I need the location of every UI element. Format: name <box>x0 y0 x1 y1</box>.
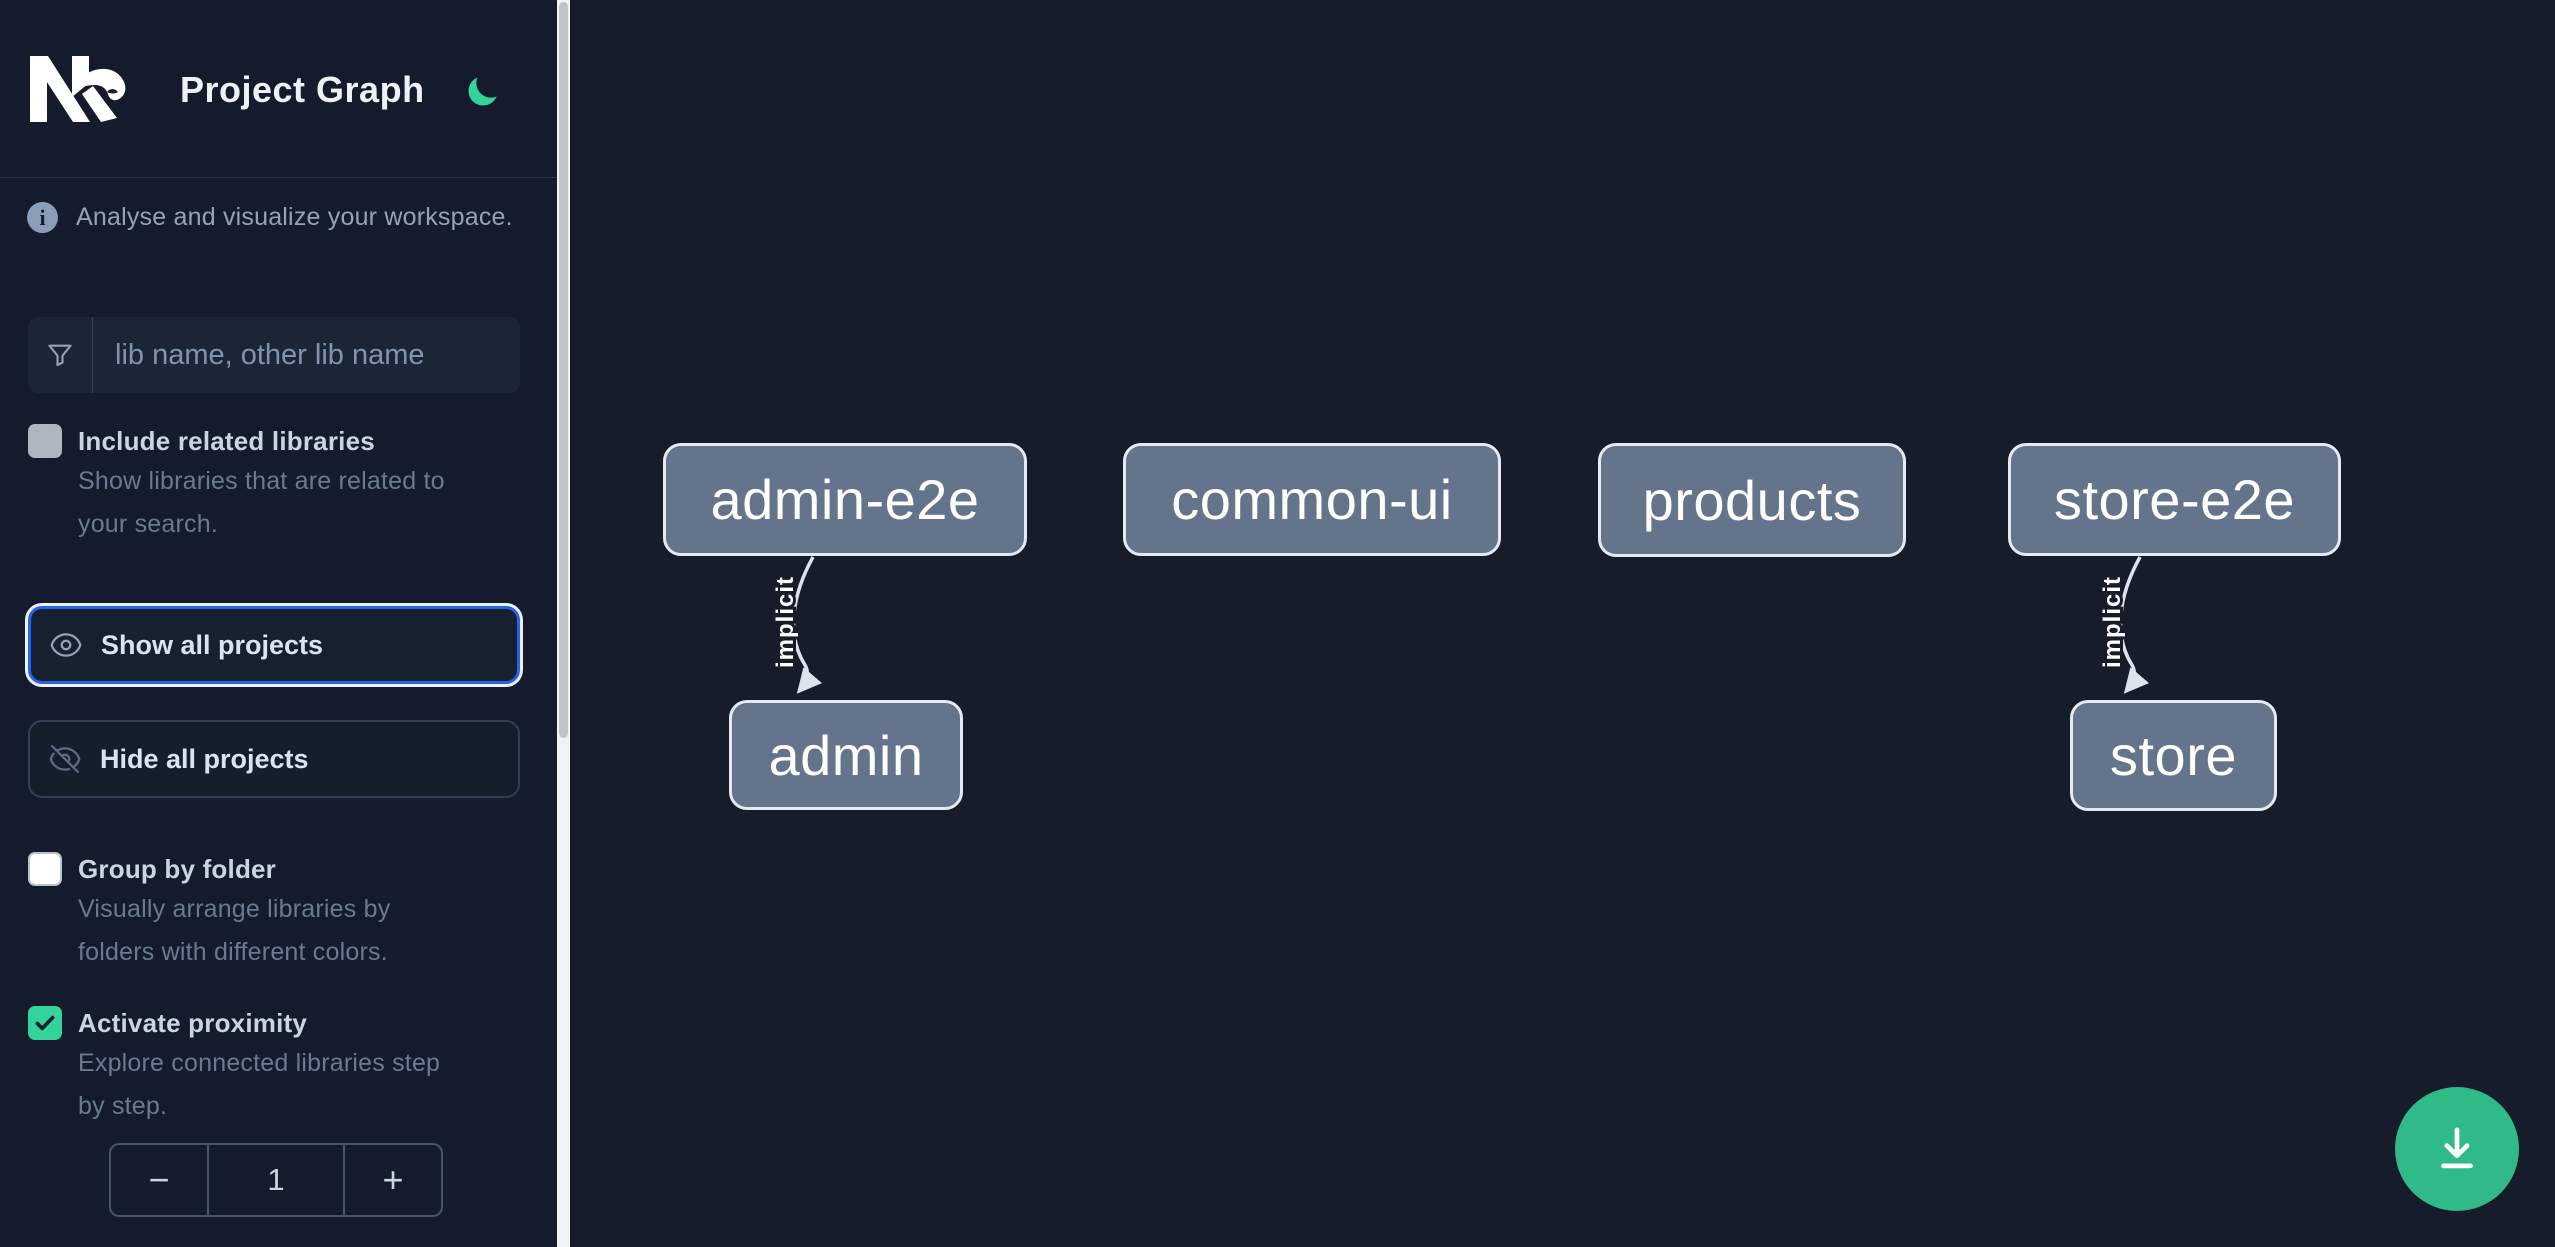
proximity-increment-button[interactable]: + <box>343 1145 441 1215</box>
proximity-value: 1 <box>267 1162 285 1197</box>
page-title: Project Graph <box>180 69 425 110</box>
intro-text: Analyse and visualize your workspace. <box>76 203 513 231</box>
graph-node-admin[interactable]: admin <box>729 700 963 810</box>
filter-icon-cell <box>28 317 93 393</box>
download-image-button[interactable] <box>2395 1087 2519 1211</box>
graph-node-common-ui[interactable]: common-ui <box>1123 443 1501 556</box>
download-icon <box>2441 1127 2473 1169</box>
sidebar-scrollbar[interactable] <box>557 0 570 1247</box>
activate-proximity-label[interactable]: Activate proximity <box>78 1008 308 1038</box>
graph-canvas[interactable]: implicit implicit admin-e2e common-ui pr… <box>570 0 2555 1247</box>
edge-store-e2e-to-store[interactable]: implicit <box>2096 556 2150 694</box>
graph-node-admin-e2e[interactable]: admin-e2e <box>663 443 1027 556</box>
include-related-checkbox[interactable] <box>28 424 62 458</box>
sidebar-scrollbar-thumb[interactable] <box>559 2 568 738</box>
info-icon: i <box>27 202 58 233</box>
project-filter <box>28 317 520 393</box>
hide-all-projects-label: Hide all projects <box>100 743 309 774</box>
activate-proximity-description: Explore connected libraries step by step… <box>78 1049 441 1120</box>
graph-node-products[interactable]: products <box>1598 443 1906 557</box>
graph-node-store-e2e[interactable]: store-e2e <box>2008 443 2341 556</box>
show-all-projects-label: Show all projects <box>101 629 324 660</box>
checkmark-icon <box>35 1015 55 1031</box>
intro-row: i Analyse and visualize your workspace. <box>27 202 513 233</box>
edge-label-implicit: implicit <box>2099 576 2126 668</box>
sidebar: Project Graph i Analyse and visualize yo… <box>0 0 557 1247</box>
graph-edges-layer: implicit implicit <box>769 556 2150 694</box>
group-by-folder-description: Visually arrange libraries by folders wi… <box>78 895 391 966</box>
group-by-folder-label[interactable]: Group by folder <box>78 854 276 884</box>
proximity-stepper: − 1 + <box>109 1143 443 1217</box>
hide-all-projects-button[interactable]: Hide all projects <box>28 720 520 798</box>
eye-icon <box>50 633 82 657</box>
proximity-decrement-button[interactable]: − <box>111 1145 209 1215</box>
moon-icon <box>468 77 497 106</box>
header-divider <box>0 177 557 178</box>
show-all-projects-button[interactable]: Show all projects <box>28 606 520 684</box>
graph-node-store[interactable]: store <box>2070 700 2277 811</box>
theme-toggle-button[interactable] <box>458 68 506 116</box>
edge-label-implicit: implicit <box>772 576 799 668</box>
funnel-icon <box>48 344 72 367</box>
include-related-description: Show libraries that are related to your … <box>78 467 445 538</box>
project-filter-input[interactable] <box>93 317 520 393</box>
edge-admin-e2e-to-admin[interactable]: implicit <box>769 556 823 694</box>
nx-logo <box>30 56 126 122</box>
eye-slash-icon <box>49 745 81 773</box>
activate-proximity-checkbox[interactable] <box>28 1006 62 1040</box>
group-by-folder-checkbox[interactable] <box>28 852 62 886</box>
include-related-label[interactable]: Include related libraries <box>78 426 375 456</box>
